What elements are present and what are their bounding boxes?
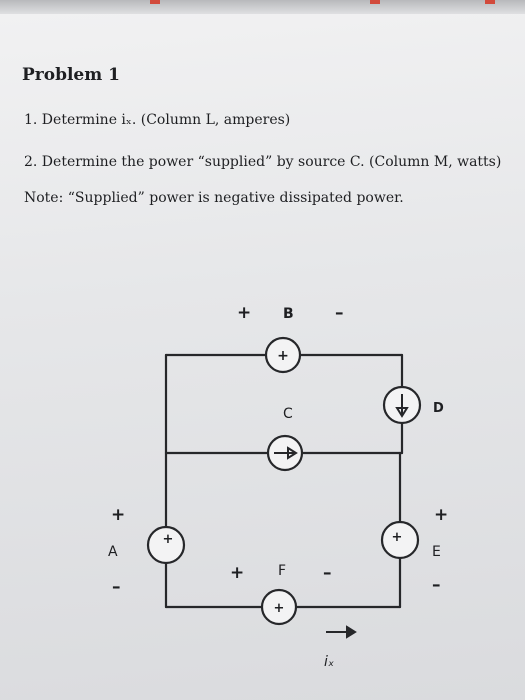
source-f: + <box>260 588 298 626</box>
source-d <box>382 385 422 425</box>
e-plus-label: + <box>434 505 448 525</box>
plus-sign: + <box>274 601 285 616</box>
paper-sheet <box>0 14 525 700</box>
source-b: + <box>264 336 302 374</box>
red-mark <box>485 0 495 4</box>
top-edge <box>0 0 525 14</box>
source-e: + <box>380 520 420 560</box>
e-minus-label: – <box>432 575 441 595</box>
b-minus-label: – <box>335 303 344 323</box>
source-c <box>266 434 304 472</box>
arrow-down-icon <box>395 394 409 418</box>
f-label: F <box>278 563 286 579</box>
e-label: E <box>432 544 441 560</box>
arrow-right-icon <box>274 446 298 460</box>
a-label: A <box>108 544 118 560</box>
question-1: 1. Determine iₓ. (Column L, amperes) <box>24 112 291 128</box>
a-minus-label: – <box>112 577 121 597</box>
source-a: + <box>146 525 186 565</box>
f-plus-label: + <box>230 563 244 583</box>
c-label: C <box>283 406 293 422</box>
f-minus-label: – <box>323 563 332 583</box>
question-2: 2. Determine the power “supplied” by sou… <box>24 154 502 170</box>
a-plus-label: + <box>111 505 125 525</box>
circuit-wires <box>164 353 404 609</box>
note-text: Note: “Supplied” power is negative dissi… <box>24 190 404 206</box>
ix-arrow-icon <box>326 625 357 639</box>
d-label: D <box>433 401 444 416</box>
problem-title: Problem 1 <box>22 65 120 85</box>
plus-sign: + <box>392 530 403 545</box>
b-plus-label: + <box>237 303 251 323</box>
ix-label: iₓ <box>324 654 334 670</box>
b-label: B <box>283 306 294 322</box>
plus-sign: + <box>163 532 174 547</box>
red-mark <box>370 0 380 4</box>
red-mark <box>150 0 160 4</box>
plus-sign: + <box>277 348 289 364</box>
